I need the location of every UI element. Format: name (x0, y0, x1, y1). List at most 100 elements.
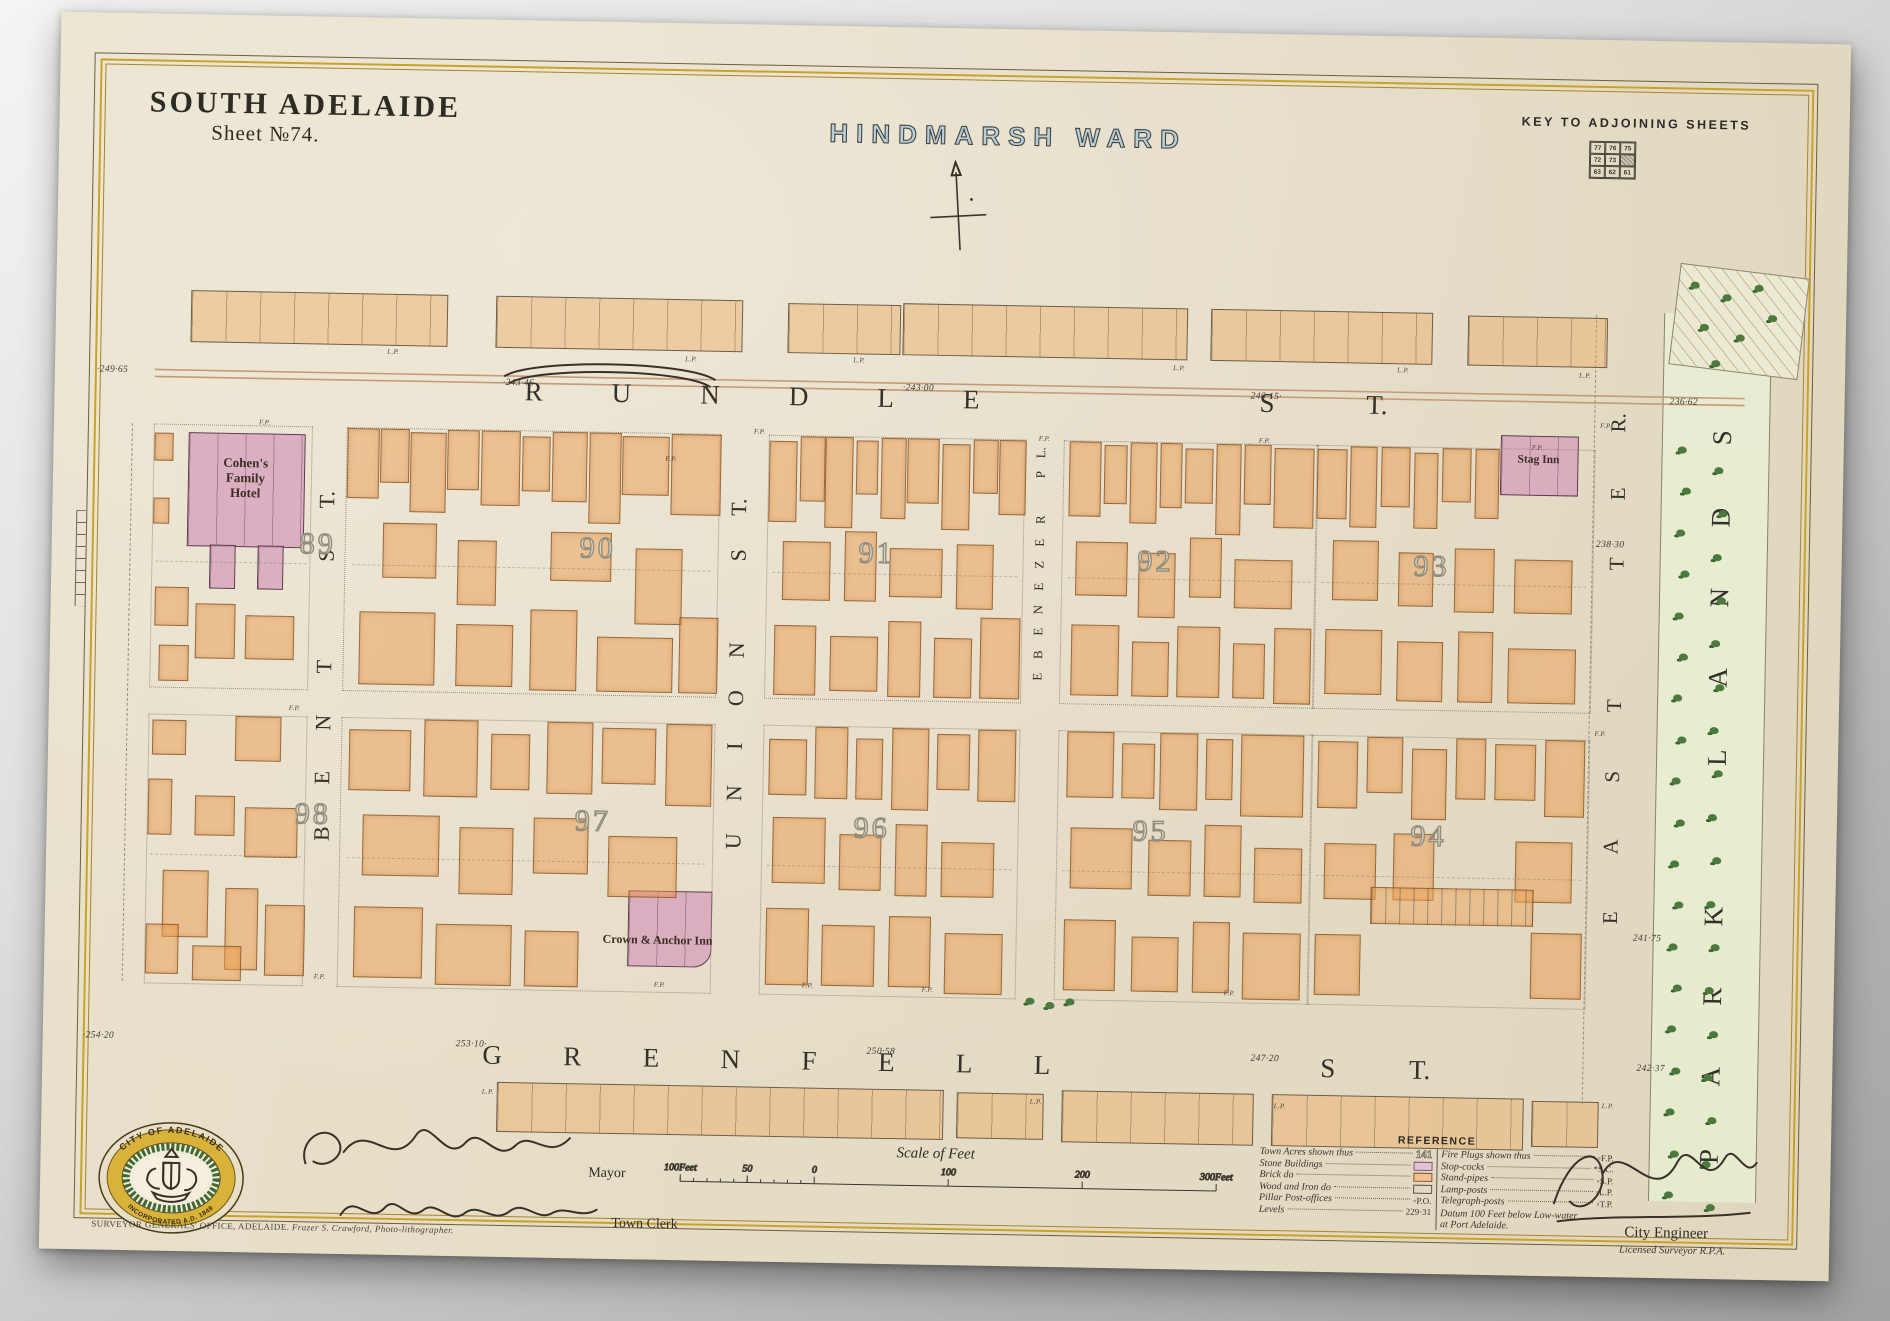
building (154, 432, 175, 461)
tree-icon (1706, 944, 1719, 954)
legend-label: Levels (1258, 1203, 1285, 1216)
legend-label: Fire Plugs shown thus (1441, 1149, 1531, 1163)
street-letter: S (1707, 429, 1738, 446)
street-letter: Z (1031, 560, 1047, 569)
building (1065, 731, 1115, 799)
tree-icon (1711, 684, 1724, 694)
town-acre-block-94 (1306, 734, 1591, 1010)
building (521, 436, 551, 492)
tree-icon (1705, 1031, 1718, 1041)
building (346, 428, 380, 499)
legend-row: Levels 229·31 (1259, 1203, 1432, 1218)
town-acre-block-91 (764, 434, 1027, 704)
building (1176, 626, 1221, 698)
level-measurement: 250·58 (866, 1046, 896, 1058)
svg-text:50: 50 (742, 1163, 752, 1174)
street-letter: S (725, 548, 751, 562)
building (601, 728, 657, 785)
ward-title: HINDMARSH WARD (829, 117, 1188, 155)
lamp-post-marker: L.P. (387, 347, 400, 356)
street-letter: E (1597, 911, 1622, 925)
tree-icon (1663, 1026, 1676, 1036)
street-letter: T. (726, 498, 752, 517)
fire-plug-marker: F.P. (258, 418, 271, 427)
building (1543, 740, 1586, 818)
building (153, 497, 170, 524)
street-letter: E (962, 384, 980, 415)
street-letter (1372, 1054, 1373, 1085)
street-letter: D (788, 381, 809, 412)
building (677, 617, 719, 694)
block-number-92: 92 (1137, 544, 1175, 579)
svg-text:100: 100 (941, 1167, 956, 1178)
cohens-hotel-label: Cohen's Family Hotel (223, 454, 269, 501)
terrace-row (1369, 886, 1534, 927)
building (422, 719, 479, 798)
legend-value: 229·31 (1405, 1206, 1432, 1218)
street-letter: L (877, 382, 895, 414)
fire-plug-marker: F.P. (921, 985, 934, 994)
building (1396, 641, 1444, 702)
level-measurement: 238·30 (1595, 539, 1625, 551)
grenfell-south-frontage (1060, 1090, 1254, 1146)
building (1453, 547, 1496, 614)
fire-plug-marker: F.P. (665, 454, 677, 464)
street-letter: N (721, 785, 747, 802)
level-measurement: 236·62 (1669, 397, 1699, 408)
building (799, 436, 826, 502)
building (664, 723, 713, 808)
building (545, 721, 594, 795)
building (194, 795, 235, 836)
building (529, 609, 578, 691)
tree-icon (1673, 736, 1686, 746)
legend-value: 141 (1415, 1148, 1433, 1161)
town-acre-block-97 (336, 716, 716, 994)
block-number-91: 91 (858, 536, 896, 571)
building (587, 432, 622, 525)
tree-icon (1674, 446, 1687, 456)
building (889, 548, 944, 599)
north-compass-icon (930, 159, 987, 251)
building (669, 433, 722, 516)
building (152, 719, 187, 755)
block-number-90: 90 (579, 531, 617, 566)
level-measurement: 253·10· (455, 1039, 488, 1050)
mayor-label: Mayor (588, 1165, 626, 1182)
building (887, 621, 922, 698)
building (1323, 843, 1377, 900)
fire-plug-marker: F.P. (753, 427, 766, 436)
building (490, 734, 531, 791)
tree-icon (1672, 529, 1685, 539)
legend-label: Stop-cocks (1440, 1160, 1485, 1173)
street-letter: E (1031, 582, 1047, 592)
svg-text:100Feet: 100Feet (664, 1162, 697, 1174)
building (1349, 446, 1378, 528)
tree-icon (1678, 488, 1691, 498)
building (768, 739, 808, 796)
building (855, 439, 879, 495)
rundle-north-frontage (495, 295, 744, 353)
street-letter: E (1029, 672, 1045, 681)
tree-icon (1709, 554, 1722, 564)
building (1506, 648, 1577, 705)
building (1068, 441, 1103, 518)
building (244, 614, 295, 660)
tree-icon (1710, 771, 1723, 781)
building (814, 726, 849, 799)
building (454, 623, 514, 688)
building (621, 435, 670, 497)
mayor-signature (303, 1129, 571, 1165)
building (1494, 744, 1536, 801)
tree-icon (1696, 324, 1709, 334)
block-number-95: 95 (1132, 814, 1170, 849)
street-letter: F (801, 1045, 817, 1076)
building (1203, 824, 1242, 898)
street-letter: A (1598, 839, 1624, 855)
building (1232, 643, 1266, 699)
building (941, 444, 971, 531)
adjoining-sheet-cell: 75 (1620, 142, 1636, 155)
city-engineer-label: City Engineer (1624, 1224, 1709, 1243)
